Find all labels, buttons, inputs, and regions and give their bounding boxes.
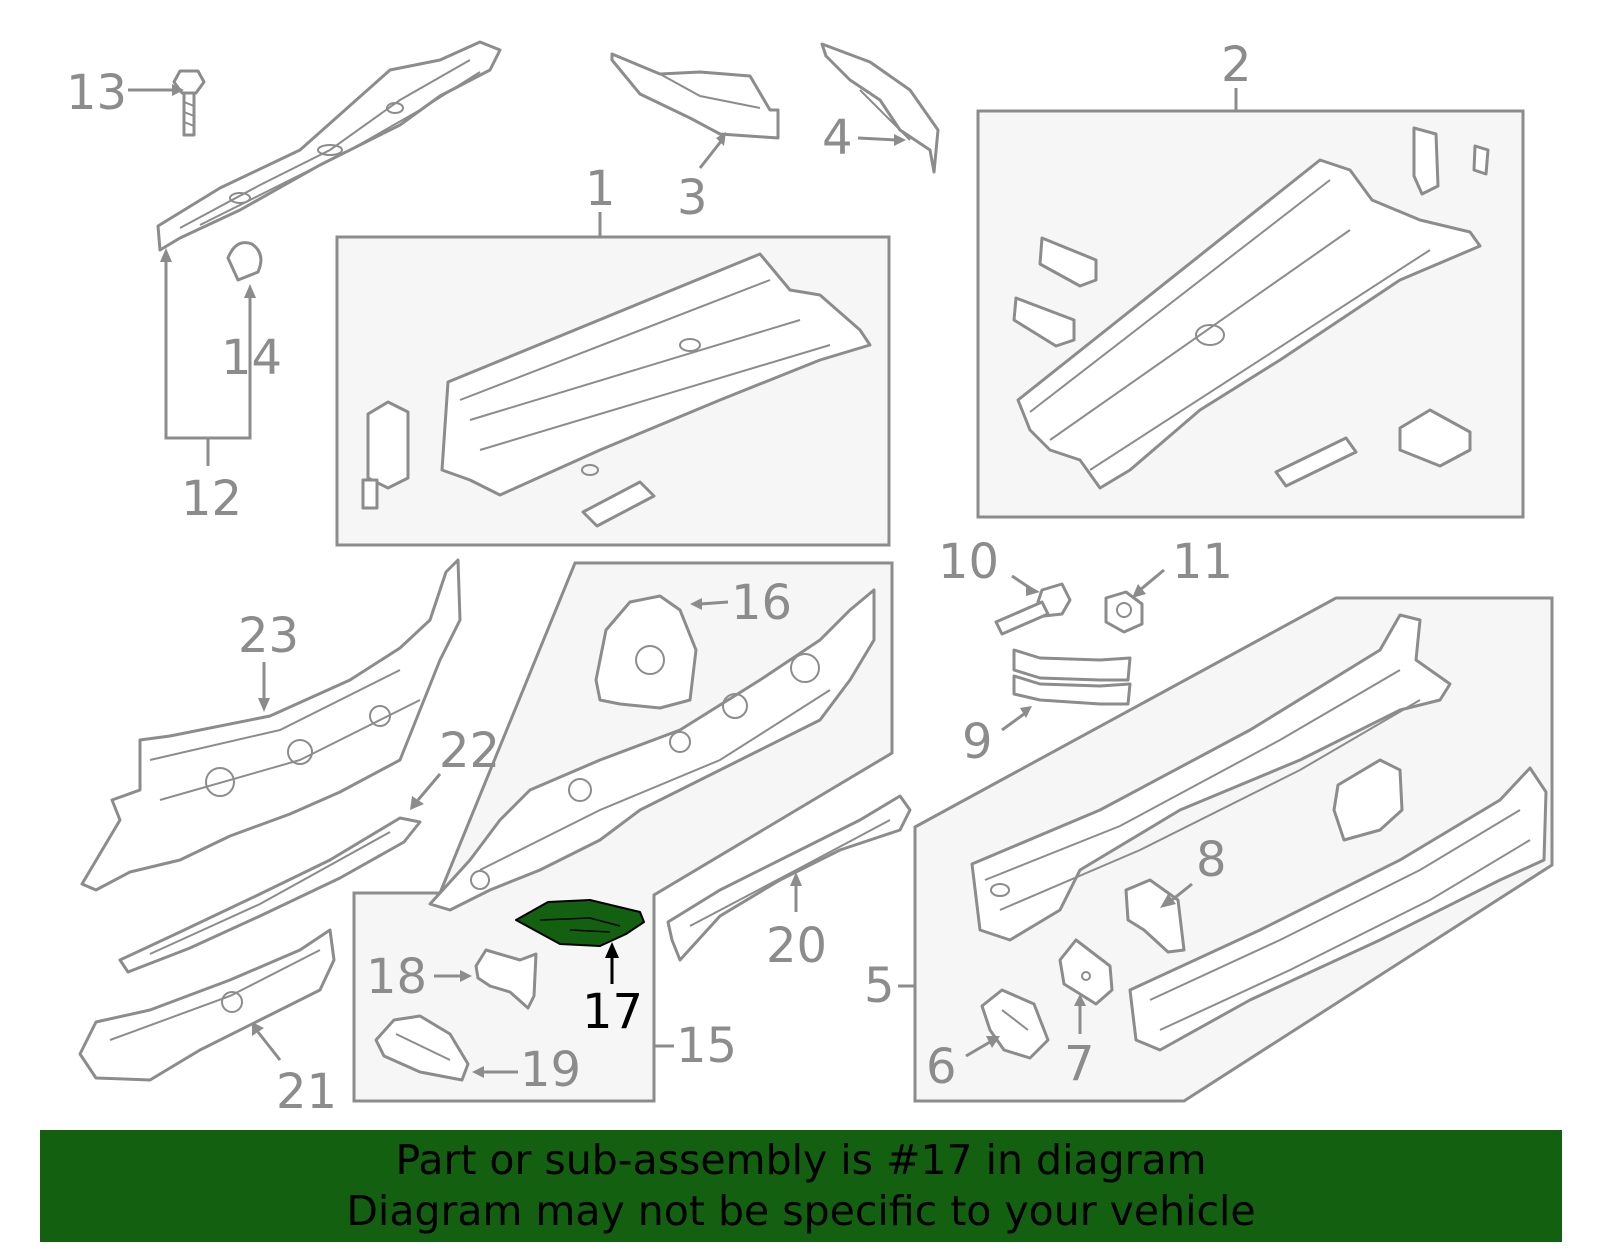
arrow-12 bbox=[160, 248, 172, 262]
callout-3: 3 bbox=[677, 170, 708, 226]
callout-14: 14 bbox=[221, 330, 282, 386]
part-5-upper-rail[interactable] bbox=[970, 613, 1452, 942]
callout-17: 17 bbox=[582, 984, 643, 1040]
part-6-bracket[interactable] bbox=[980, 988, 1050, 1060]
callout-2: 2 bbox=[1221, 37, 1252, 93]
arrow-17 bbox=[605, 942, 619, 958]
callout-18: 18 bbox=[366, 949, 427, 1005]
arrow-3 bbox=[716, 132, 726, 146]
callout-6: 6 bbox=[926, 1039, 957, 1095]
arrow-10 bbox=[1026, 584, 1040, 596]
callout-23: 23 bbox=[238, 608, 299, 664]
callout-11: 11 bbox=[1172, 534, 1233, 590]
callout-16: 16 bbox=[731, 575, 792, 631]
banner-line-2: Diagram may not be specific to your vehi… bbox=[346, 1187, 1256, 1235]
part-23-dash-panel[interactable] bbox=[80, 558, 462, 892]
callout-7: 7 bbox=[1064, 1036, 1095, 1092]
callout-19: 19 bbox=[520, 1042, 581, 1098]
info-banner: Part or sub-assembly is #17 in diagram D… bbox=[40, 1130, 1562, 1242]
banner-line-1: Part or sub-assembly is #17 in diagram bbox=[395, 1136, 1207, 1184]
leader-6 bbox=[965, 1040, 991, 1058]
callout-12: 12 bbox=[181, 471, 242, 527]
arrow-23 bbox=[258, 698, 270, 712]
part-22-reinforcement[interactable] bbox=[118, 816, 422, 974]
arrow-20 bbox=[790, 872, 802, 886]
callout-5: 5 bbox=[864, 958, 895, 1014]
part-5-lower-rail[interactable] bbox=[1128, 766, 1548, 1052]
part-19-insulator[interactable] bbox=[374, 1014, 470, 1082]
leader-3 bbox=[698, 139, 724, 169]
arrow-21 bbox=[252, 1022, 264, 1036]
part-9-bracket[interactable] bbox=[1012, 648, 1132, 706]
arrow-11 bbox=[1132, 584, 1146, 598]
part-13-bolt[interactable] bbox=[172, 69, 206, 137]
part-3-cowl-bracket[interactable] bbox=[610, 52, 780, 140]
arrow-22 bbox=[410, 796, 424, 810]
part-14-clip[interactable] bbox=[226, 241, 263, 282]
part-11-nut[interactable] bbox=[1104, 590, 1144, 634]
callout-4: 4 bbox=[822, 110, 853, 166]
part-15-dash-panel[interactable] bbox=[428, 588, 876, 912]
arrow-19 bbox=[472, 1066, 484, 1078]
callout-1: 1 bbox=[585, 161, 616, 217]
arrow-9 bbox=[1020, 706, 1032, 718]
callout-13: 13 bbox=[66, 65, 127, 121]
callout-15: 15 bbox=[676, 1018, 737, 1074]
part-18-bracket[interactable] bbox=[474, 948, 538, 1010]
arrow-13 bbox=[172, 84, 184, 96]
leader-4 bbox=[857, 136, 897, 142]
arrow-6 bbox=[986, 1036, 1000, 1048]
part-5-small-bracket[interactable] bbox=[1332, 758, 1404, 842]
part-17-highlighted[interactable] bbox=[515, 899, 645, 947]
leader-21 bbox=[256, 1031, 282, 1061]
part-10-bolt[interactable] bbox=[994, 582, 1072, 636]
part-1-cowl-panel[interactable] bbox=[361, 252, 872, 528]
part-7-bracket[interactable] bbox=[1058, 938, 1114, 1006]
part-16-bracket[interactable] bbox=[594, 594, 698, 710]
callout-22: 22 bbox=[439, 723, 500, 779]
leader-8 bbox=[1171, 882, 1193, 902]
callout-20: 20 bbox=[766, 918, 827, 974]
leader-11 bbox=[1139, 568, 1165, 592]
callout-labels: 13 14 12 3 4 1 2 10 11 9 16 23 22 21 20 … bbox=[66, 37, 1252, 1120]
leader-16 bbox=[699, 600, 729, 606]
part-20-reinforcement[interactable] bbox=[666, 794, 912, 962]
leader-22 bbox=[416, 773, 442, 801]
callout-8: 8 bbox=[1196, 832, 1227, 888]
leader-lines bbox=[128, 84, 1238, 1078]
callout-9: 9 bbox=[962, 714, 993, 770]
part-4-side-panel[interactable] bbox=[820, 42, 940, 174]
part-2-cowl-assembly[interactable] bbox=[1012, 126, 1490, 490]
part-21-lower-dash[interactable] bbox=[78, 928, 336, 1082]
arrow-18 bbox=[460, 970, 472, 982]
arrow-16 bbox=[690, 598, 702, 610]
arrow-14 bbox=[244, 284, 256, 298]
leader-9 bbox=[1001, 712, 1025, 732]
arrow-4 bbox=[894, 134, 906, 146]
part-12-reinforcement[interactable] bbox=[156, 40, 502, 252]
callout-10: 10 bbox=[938, 534, 999, 590]
callout-21: 21 bbox=[276, 1064, 337, 1120]
arrow-7 bbox=[1074, 994, 1086, 1006]
arrow-8 bbox=[1160, 894, 1176, 908]
